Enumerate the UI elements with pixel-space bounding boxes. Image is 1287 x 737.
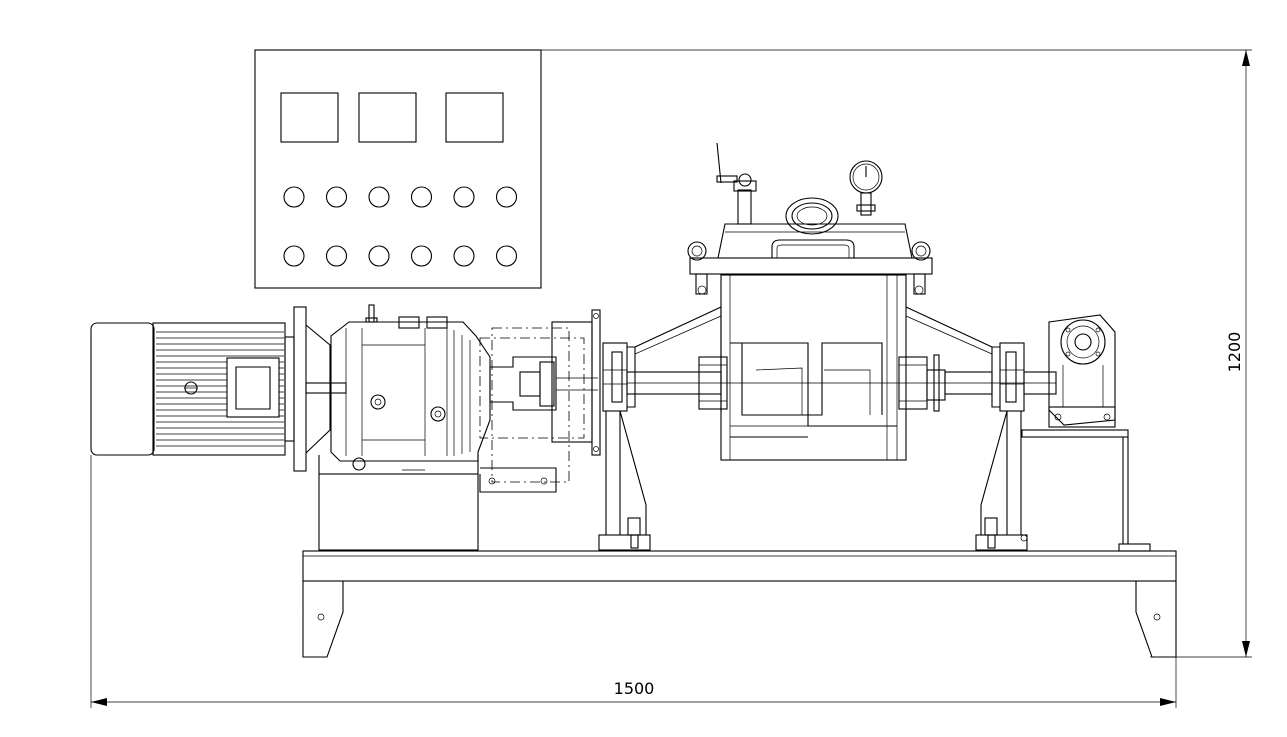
display-3 — [445, 92, 504, 143]
indicator-lamp — [495, 245, 518, 267]
indicator-lamp — [283, 245, 305, 267]
dimension-lines: 1500 1200 — [90, 49, 1252, 708]
control-panel-indicators — [283, 186, 518, 267]
indicator-lamp — [453, 245, 475, 267]
right-bearing-support — [905, 306, 1057, 551]
indicator-lamp — [495, 186, 518, 208]
mixing-tank — [698, 274, 946, 461]
coupling — [479, 309, 601, 493]
indicator-lamp — [410, 245, 433, 267]
width-dimension-label: 1500 — [614, 679, 655, 698]
indicator-lamp — [283, 186, 305, 208]
control-panel — [254, 49, 542, 289]
motor — [90, 306, 347, 472]
indicator-lamp — [325, 186, 348, 208]
display-1 — [280, 92, 339, 143]
indicator-lamp — [368, 245, 390, 267]
worm-gearbox — [1021, 314, 1129, 544]
indicator-lamp — [325, 245, 348, 267]
tank-lid — [687, 142, 933, 295]
display-2 — [358, 92, 417, 143]
control-panel-displays — [280, 92, 504, 143]
height-dimension-label: 1200 — [1225, 332, 1244, 373]
gearbox — [318, 304, 491, 551]
indicator-lamp — [453, 186, 475, 208]
indicator-lamp — [368, 186, 390, 208]
base-frame — [302, 543, 1177, 658]
indicator-lamp — [410, 186, 433, 208]
